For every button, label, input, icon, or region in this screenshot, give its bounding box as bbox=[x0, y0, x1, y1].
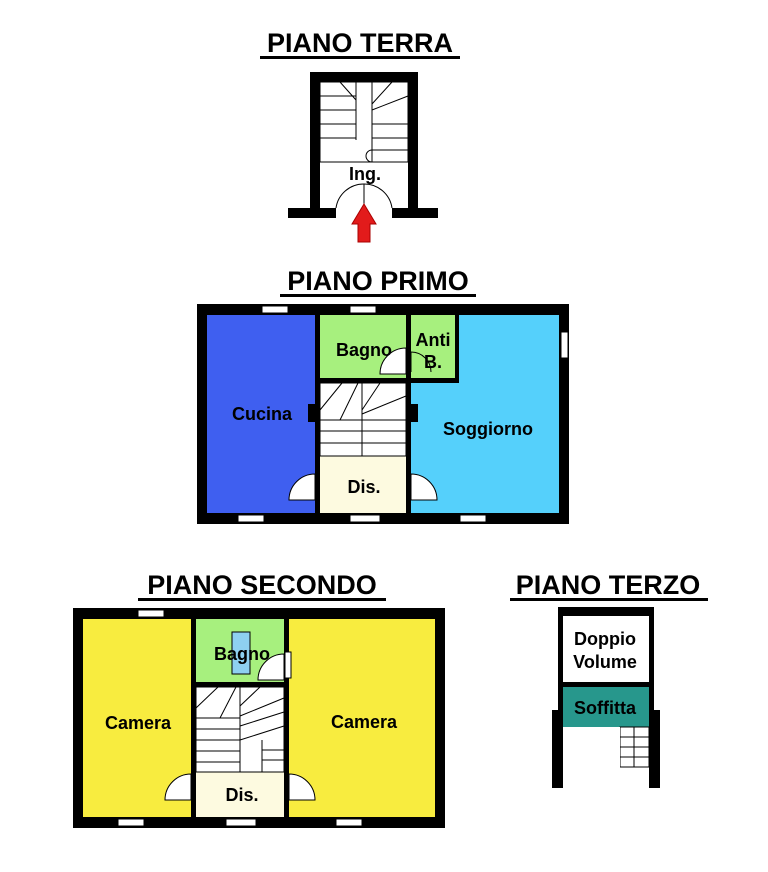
doors bbox=[288, 347, 438, 501]
wall bbox=[191, 608, 196, 828]
wall bbox=[558, 682, 654, 687]
room-label-soggiorno: Soggiorno bbox=[443, 419, 533, 439]
room-label-doppio-line1: Doppio bbox=[574, 629, 636, 649]
room-antibagno-overlay bbox=[411, 315, 455, 378]
wall bbox=[649, 710, 660, 788]
wall bbox=[392, 208, 438, 218]
wall bbox=[197, 513, 569, 524]
title-underline bbox=[138, 598, 386, 601]
wall bbox=[315, 378, 459, 383]
wall bbox=[649, 607, 654, 787]
wall bbox=[73, 608, 445, 619]
floor-title-primo: PIANO PRIMO bbox=[287, 266, 469, 296]
wall bbox=[308, 404, 315, 422]
wall bbox=[559, 304, 569, 524]
room-label-dis: Dis. bbox=[347, 477, 380, 497]
room-label-doppio-line2: Volume bbox=[573, 652, 637, 672]
room-label-ingresso: Ing. bbox=[349, 164, 381, 184]
room-label-cucina: Cucina bbox=[232, 404, 293, 424]
wall bbox=[73, 608, 83, 828]
wall bbox=[455, 315, 459, 383]
room-cucina bbox=[207, 315, 315, 513]
staircase bbox=[619, 726, 650, 768]
windows bbox=[117, 609, 363, 827]
room-doppio-volume bbox=[563, 616, 649, 682]
wall bbox=[408, 72, 418, 218]
wall bbox=[315, 304, 320, 524]
title-underline bbox=[260, 56, 460, 59]
room-label-anti-line2: B. bbox=[424, 352, 442, 372]
room-camera-right bbox=[289, 619, 435, 817]
room-disimpegno bbox=[320, 456, 406, 513]
wall bbox=[558, 607, 654, 616]
wall bbox=[406, 304, 411, 524]
floor-secondo: PIANO SECONDO bbox=[73, 570, 445, 828]
title-underline bbox=[280, 294, 476, 297]
staircase bbox=[195, 686, 285, 773]
wall bbox=[197, 304, 207, 524]
room-label-bagno: Bagno bbox=[336, 340, 392, 360]
staircase bbox=[319, 81, 409, 163]
room-soffitta bbox=[563, 687, 649, 727]
floor-terzo: PIANO TERZO Doppio Volume Soffitta bbox=[510, 570, 708, 788]
open-space bbox=[563, 727, 620, 787]
wall bbox=[435, 608, 445, 828]
floor-title-terra: PIANO TERRA bbox=[267, 28, 453, 58]
title-underline bbox=[510, 598, 708, 601]
shower-icon bbox=[231, 631, 251, 675]
wall bbox=[197, 304, 569, 315]
entrance-arrow-icon bbox=[351, 203, 377, 243]
doors bbox=[164, 653, 316, 801]
room-label-anti-line1: Anti bbox=[416, 330, 451, 350]
wall bbox=[191, 682, 289, 687]
room-label-camera-left: Camera bbox=[105, 713, 172, 733]
staircase bbox=[319, 382, 407, 457]
wall bbox=[284, 608, 289, 828]
wall bbox=[552, 710, 563, 788]
windows bbox=[237, 305, 569, 523]
wall bbox=[310, 72, 418, 82]
floor-title-terzo: PIANO TERZO bbox=[516, 570, 701, 600]
floor-terra: PIANO TERRA Ing. bbox=[260, 28, 460, 243]
wall bbox=[310, 72, 320, 218]
wall bbox=[558, 607, 563, 787]
wall bbox=[288, 208, 336, 218]
room-label-camera-right: Camera bbox=[331, 712, 398, 732]
floor-title-secondo: PIANO SECONDO bbox=[147, 570, 377, 600]
room-label-bagno: Bagno bbox=[214, 644, 270, 664]
room-label-dis: Dis. bbox=[225, 785, 258, 805]
floor-primo: PIANO PRIMO bbox=[197, 266, 569, 524]
room-label-soffitta: Soffitta bbox=[574, 698, 637, 718]
wall bbox=[73, 817, 445, 828]
wall bbox=[411, 404, 418, 422]
room-disimpegno bbox=[196, 772, 284, 817]
